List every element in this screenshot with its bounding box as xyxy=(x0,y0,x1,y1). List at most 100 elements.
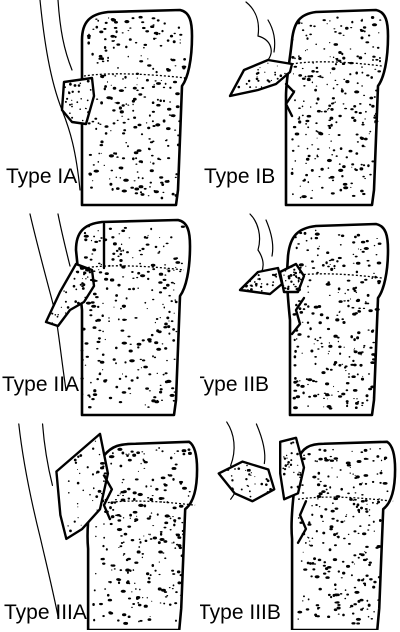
texture-dot xyxy=(257,79,260,82)
texture-dot xyxy=(355,291,358,294)
texture-dot xyxy=(116,578,121,581)
texture-dot xyxy=(328,177,331,179)
texture-dot xyxy=(371,104,375,108)
texture-dot xyxy=(179,574,184,577)
texture-dot xyxy=(71,90,74,94)
texture-dot xyxy=(158,550,163,554)
texture-dot xyxy=(155,449,158,451)
texture-dot xyxy=(356,336,360,340)
texture-dot xyxy=(132,109,135,112)
texture-dot xyxy=(247,79,251,83)
texture-dot xyxy=(168,603,172,606)
texture-dot xyxy=(90,239,93,242)
texture-dot xyxy=(365,510,369,513)
texture-dot xyxy=(295,441,298,444)
texture-dot xyxy=(296,345,300,348)
texture-dot xyxy=(111,452,114,455)
texture-dot xyxy=(237,85,241,89)
texture-dot xyxy=(125,103,128,105)
texture-dot xyxy=(307,126,310,129)
texture-dot xyxy=(108,396,113,400)
texture-dot xyxy=(66,97,69,100)
texture-dot xyxy=(152,298,155,301)
texture-dot xyxy=(148,340,152,343)
texture-dot xyxy=(366,74,370,77)
texture-dot xyxy=(83,234,89,238)
cancellous-texture-ib xyxy=(290,16,382,200)
texture-dot xyxy=(166,595,169,597)
texture-dot xyxy=(268,80,271,83)
texture-dot xyxy=(364,551,366,553)
texture-dot xyxy=(311,537,314,540)
texture-dot xyxy=(175,266,177,268)
texture-dot xyxy=(360,249,362,251)
texture-dot xyxy=(100,152,102,154)
texture-dot xyxy=(351,375,356,378)
texture-dot xyxy=(120,542,124,545)
texture-dot xyxy=(135,163,138,165)
texture-dot xyxy=(112,109,116,112)
texture-dot xyxy=(337,391,340,393)
texture-dot xyxy=(254,476,256,478)
texture-dot xyxy=(158,272,164,276)
texture-dot xyxy=(127,335,131,338)
texture-dot xyxy=(98,152,100,155)
texture-dot xyxy=(167,157,171,160)
texture-dot xyxy=(350,108,354,111)
texture-dot xyxy=(135,588,137,590)
texture-dot xyxy=(142,458,145,461)
texture-dot xyxy=(314,460,317,462)
texture-dot xyxy=(248,490,251,493)
texture-dot xyxy=(178,546,183,550)
texture-dot xyxy=(293,389,298,392)
texture-dot xyxy=(295,380,299,383)
texture-dot xyxy=(99,30,104,34)
texture-dot xyxy=(139,358,142,361)
texture-dot xyxy=(313,343,315,345)
texture-dot xyxy=(305,157,310,161)
texture-dot xyxy=(159,537,165,541)
texture-dot xyxy=(245,82,248,85)
texture-dot xyxy=(316,483,321,487)
texture-dot xyxy=(127,487,131,491)
texture-dot xyxy=(88,33,90,35)
texture-dot xyxy=(360,29,365,32)
texture-dot xyxy=(162,552,165,554)
texture-dot xyxy=(98,240,101,242)
texture-dot xyxy=(330,258,335,261)
texture-dot xyxy=(85,301,92,305)
texture-dot xyxy=(307,405,309,407)
texture-dot xyxy=(98,57,102,60)
texture-dot xyxy=(76,481,80,485)
texture-dot xyxy=(93,169,100,173)
texture-dot xyxy=(119,569,123,572)
texture-dot xyxy=(366,599,369,602)
texture-dot xyxy=(274,71,276,74)
texture-dot xyxy=(354,110,358,114)
texture-dot xyxy=(127,497,131,500)
texture-dot xyxy=(122,78,124,80)
texture-dot xyxy=(363,94,366,97)
texture-dot xyxy=(361,144,365,148)
texture-dot xyxy=(259,285,263,289)
texture-dot xyxy=(131,591,133,593)
texture-dot xyxy=(348,542,351,545)
texture-dot xyxy=(147,64,152,67)
texture-dot xyxy=(311,144,314,146)
texture-dot xyxy=(125,297,128,300)
texture-dot xyxy=(333,497,339,501)
texture-dot xyxy=(352,253,355,256)
texture-dot xyxy=(73,84,77,87)
texture-dot xyxy=(103,87,107,91)
texture-dot xyxy=(164,264,167,266)
texture-dot xyxy=(88,153,92,156)
texture-dot xyxy=(122,318,127,321)
texture-dot xyxy=(283,468,287,471)
texture-dot xyxy=(177,134,180,137)
texture-dot xyxy=(111,258,115,261)
texture-dot xyxy=(126,251,129,254)
texture-dot xyxy=(370,618,374,620)
texture-dot xyxy=(177,26,181,29)
texture-dot xyxy=(68,492,70,494)
texture-dot xyxy=(309,562,312,565)
